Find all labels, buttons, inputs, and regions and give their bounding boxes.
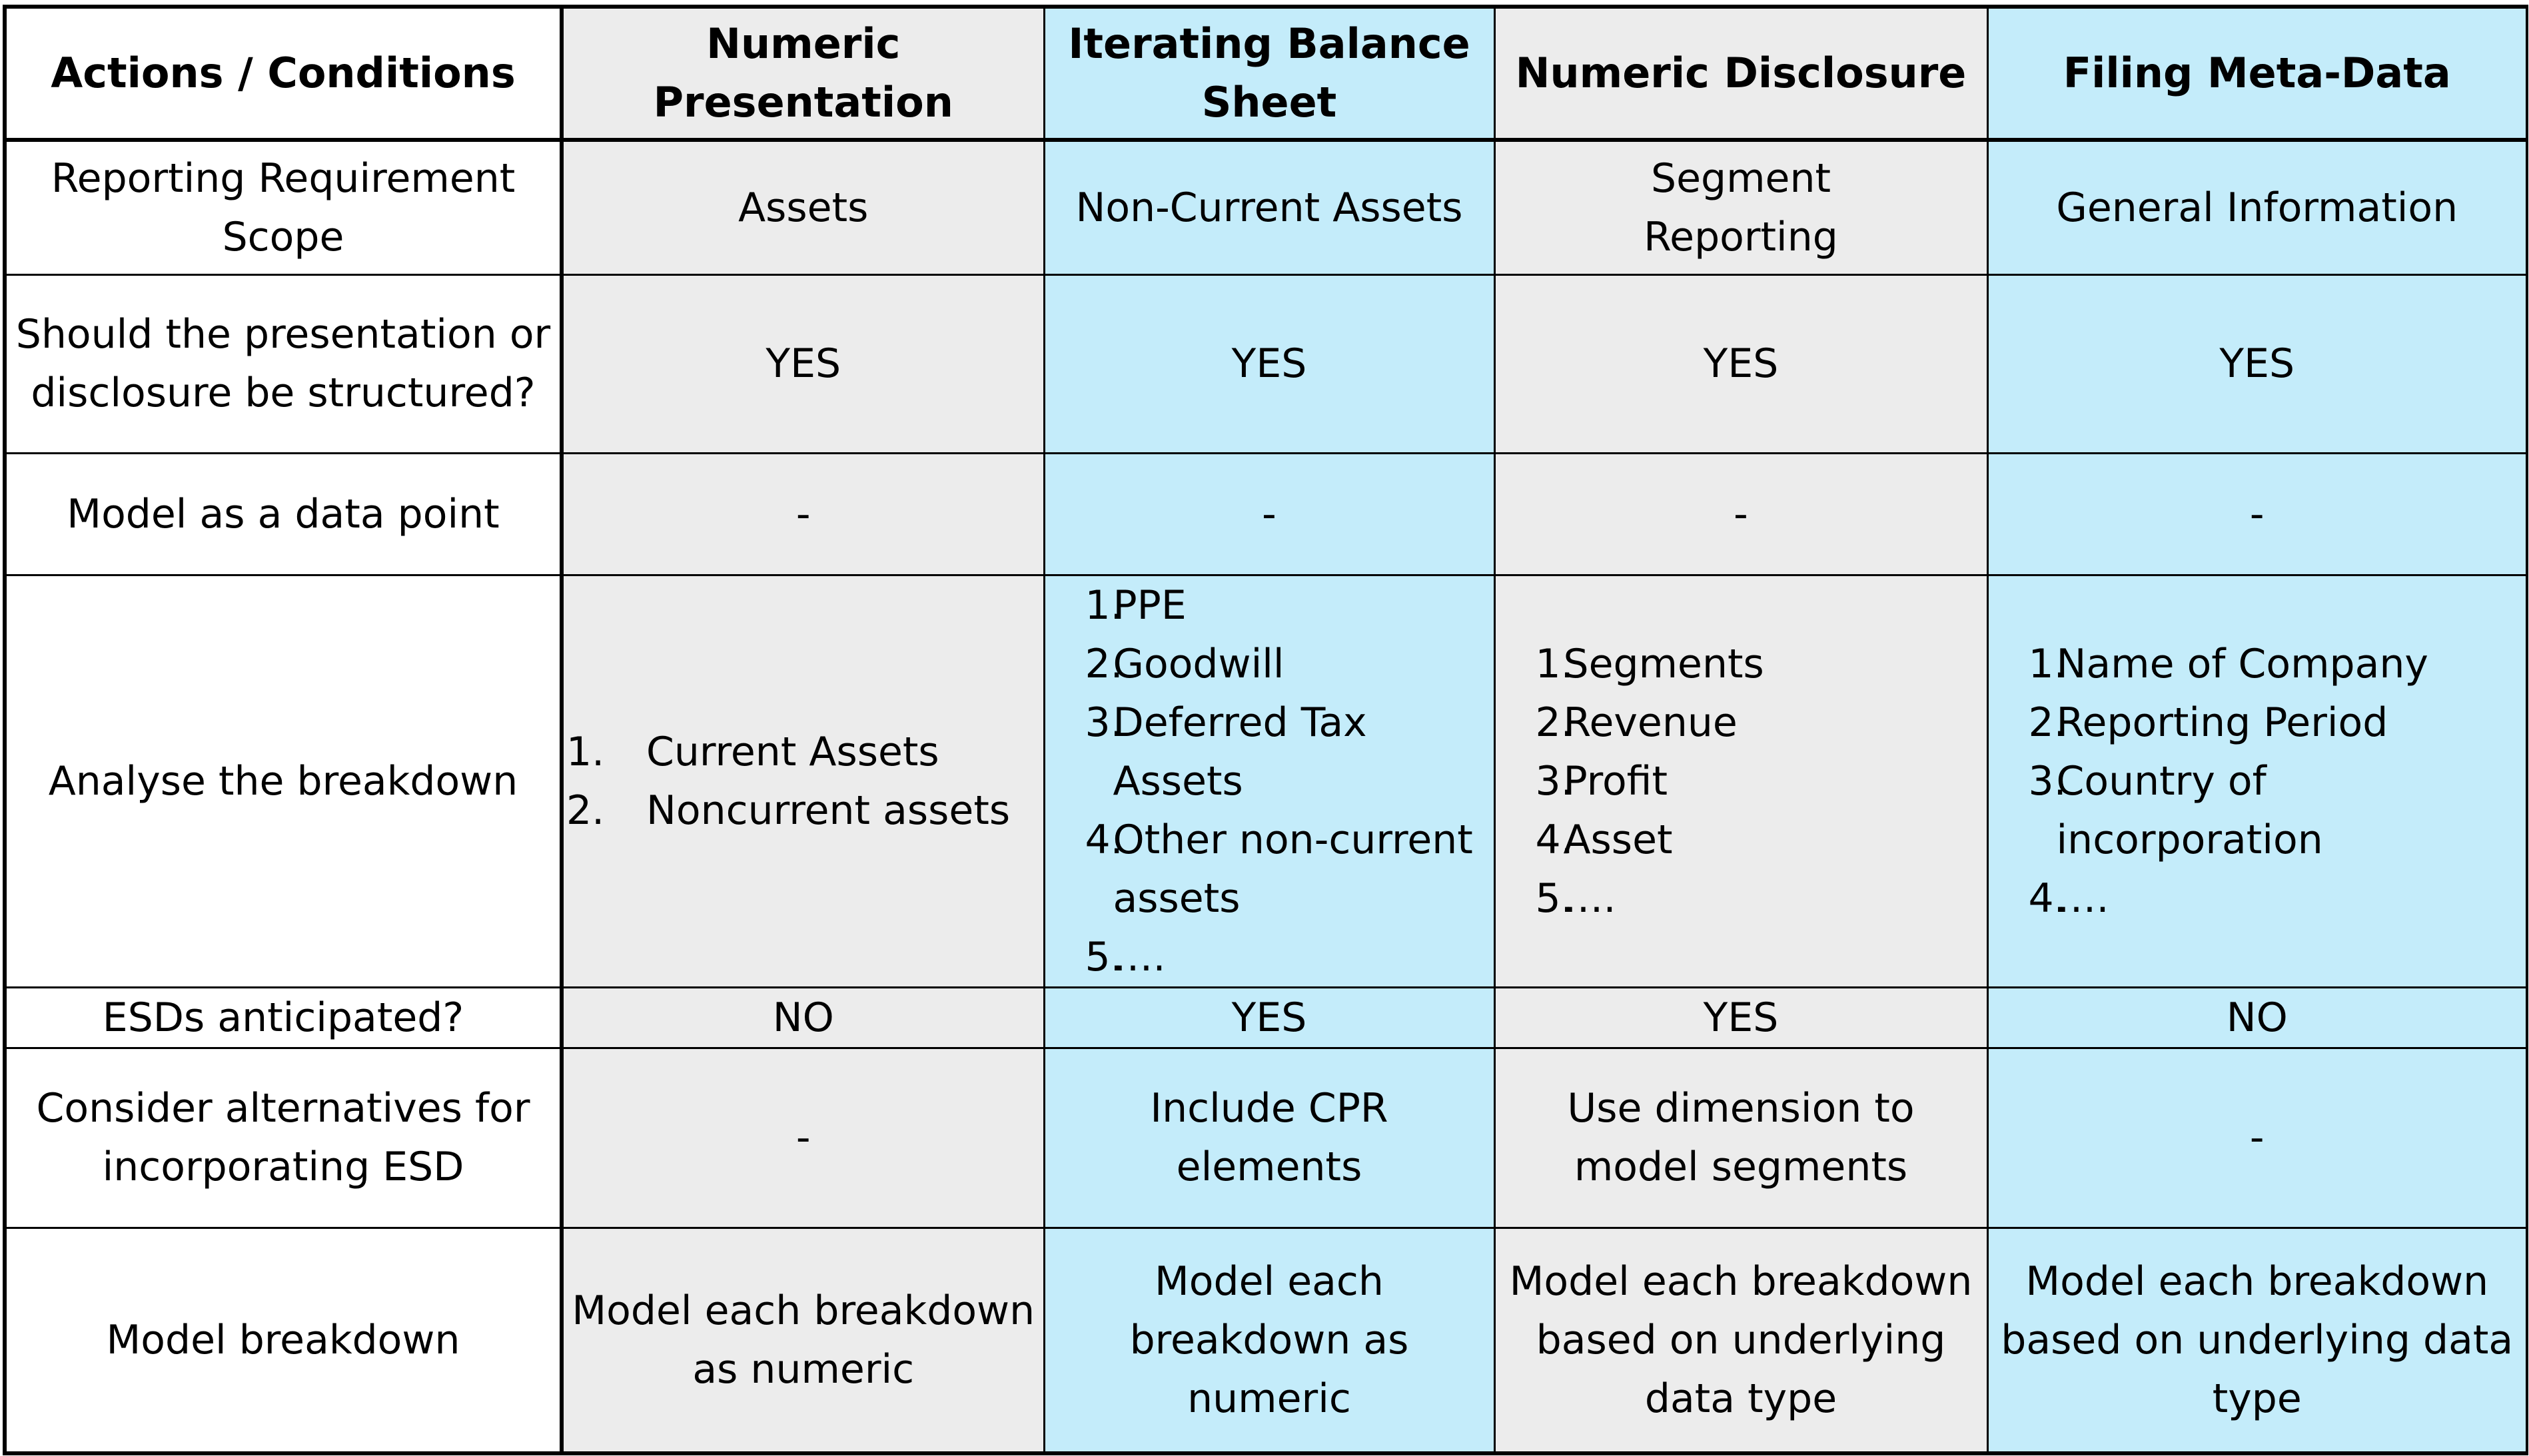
cell-value: - (1043, 452, 1496, 576)
cell-value: - (1986, 1046, 2528, 1229)
list-item: 1.Name of Company (2028, 640, 2428, 687)
breakdown-list: 1.PPE 2.Goodwill 3.Deferred Tax Assets 4… (1085, 577, 1493, 985)
cell-value: Use dimension to model segments (1493, 1046, 1989, 1229)
cell-value: Assets (560, 139, 1045, 276)
breakdown-list-cell: 1.PPE 2.Goodwill 3.Deferred Tax Assets 4… (1043, 573, 1496, 988)
cell-value: Segment Reporting (1493, 139, 1989, 276)
row-analyse-breakdown: Analyse the breakdown 1.Current Assets 2… (3, 573, 2528, 988)
list-item: 3.Deferred Tax Assets (1085, 699, 1367, 805)
row-model-data-point: Model as a data point - - - - (3, 452, 2528, 576)
breakdown-list-cell: 1.Name of Company 2.Reporting Period 3.C… (1986, 573, 2528, 988)
list-item: 4.Other non-current assets (1085, 816, 1473, 922)
header-numeric-presentation: Numeric Presentation (560, 5, 1045, 142)
row-reporting-scope: Reporting Requirement Scope Assets Non-C… (3, 139, 2528, 276)
header-numeric-disclosure: Numeric Disclosure (1493, 5, 1989, 142)
list-item: 4.Asset (1535, 816, 1673, 863)
cell-value: YES (1493, 986, 1989, 1049)
row-label: Should the presentation or disclosure be… (3, 273, 564, 454)
cell-value: NO (560, 986, 1045, 1049)
row-label: Reporting Requirement Scope (3, 139, 564, 276)
row-label: Consider alternatives for incorporating … (3, 1046, 564, 1229)
row-label: Model breakdown (3, 1226, 564, 1455)
cell-value: - (560, 1046, 1045, 1229)
list-item: 2.Revenue (1535, 699, 1738, 746)
list-item: 2.Reporting Period (2028, 699, 2388, 746)
cell-value: YES (1493, 273, 1989, 454)
list-item: 2.Goodwill (1085, 640, 1284, 687)
row-label: ESDs anticipated? (3, 986, 564, 1049)
cell-value: Model each breakdown based on underlying… (1493, 1226, 1989, 1455)
list-item: 2.Noncurrent assets (566, 787, 1011, 834)
cell-value: - (1986, 452, 2528, 576)
cell-value: General Information (1986, 139, 2528, 276)
row-should-structure: Should the presentation or disclosure be… (3, 273, 2528, 454)
decision-matrix-table: Actions / Conditions Numeric Presentatio… (3, 5, 2528, 1455)
list-item: 1.Current Assets (566, 728, 939, 775)
list-item: 3.Country of incorporation (2028, 757, 2323, 863)
breakdown-list-cell: 1.Current Assets 2.Noncurrent assets (560, 573, 1045, 988)
row-model-breakdown: Model breakdown Model each breakdown as … (3, 1226, 2528, 1455)
list-item: 1.Segments (1535, 640, 1764, 687)
breakdown-list: 1.Name of Company 2.Reporting Period 3.C… (2028, 635, 2525, 928)
header-filing-meta-data: Filing Meta-Data (1986, 5, 2528, 142)
cell-value: Model each breakdown based on underlying… (1986, 1226, 2528, 1455)
list-item: 4.…. (2028, 875, 2109, 922)
cell-value: Model each breakdown as numeric (560, 1226, 1045, 1455)
header-actions-conditions: Actions / Conditions (3, 5, 564, 142)
row-esds-anticipated: ESDs anticipated? NO YES YES NO (3, 986, 2528, 1049)
row-consider-alternatives: Consider alternatives for incorporating … (3, 1046, 2528, 1229)
row-label: Analyse the breakdown (3, 573, 564, 988)
cell-value: - (1493, 452, 1989, 576)
cell-value: - (560, 452, 1045, 576)
breakdown-list: 1.Current Assets 2.Noncurrent assets (566, 723, 1010, 840)
cell-value: YES (1986, 273, 2528, 454)
header-iterating-balance-sheet: Iterating Balance Sheet (1043, 5, 1496, 142)
list-item: 5.…. (1085, 933, 1166, 980)
cell-value: YES (1043, 986, 1496, 1049)
row-label: Model as a data point (3, 452, 564, 576)
cell-value: Include CPR elements (1043, 1046, 1496, 1229)
cell-value: Non-Current Assets (1043, 139, 1496, 276)
list-item: 1.PPE (1085, 581, 1187, 629)
breakdown-list-cell: 1.Segments 2.Revenue 3.Profit 4.Asset 5.… (1493, 573, 1989, 988)
header-row: Actions / Conditions Numeric Presentatio… (3, 5, 2528, 142)
list-item: 5.…. (1535, 875, 1616, 922)
cell-value: YES (1043, 273, 1496, 454)
cell-value: YES (560, 273, 1045, 454)
cell-value: NO (1986, 986, 2528, 1049)
list-item: 3.Profit (1535, 757, 1668, 805)
breakdown-list: 1.Segments 2.Revenue 3.Profit 4.Asset 5.… (1536, 635, 1764, 928)
cell-value: Model each breakdown as numeric (1043, 1226, 1496, 1455)
